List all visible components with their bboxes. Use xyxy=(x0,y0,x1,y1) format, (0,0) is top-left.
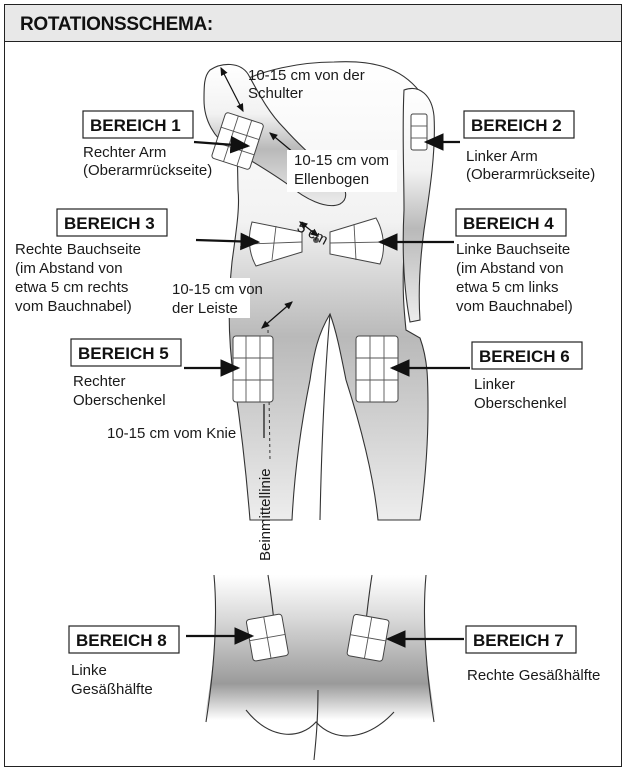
zone-6-grid xyxy=(356,336,398,402)
area-4-line-1: Linke Bauchseite xyxy=(456,241,570,258)
zone-7-grid xyxy=(347,614,390,662)
buttocks-silhouette xyxy=(204,575,436,720)
area-3-line-2: (im Abstand von xyxy=(15,260,123,277)
area-1-line-2: (Oberarmrückseite) xyxy=(83,162,212,179)
area-2-line-2: (Oberarmrückseite) xyxy=(466,166,595,183)
area-3-title: BEREICH 3 xyxy=(64,214,155,233)
area-4-line-3: etwa 5 cm links xyxy=(456,279,559,296)
groin-note-line-1: 10-15 cm von xyxy=(172,281,263,298)
zone-5-grid xyxy=(233,336,273,402)
area-4-title: BEREICH 4 xyxy=(463,214,554,233)
area-8-line-2: Gesäßhälfte xyxy=(71,681,153,698)
area-6-line-2: Oberschenkel xyxy=(474,395,567,412)
area-4-line-4: vom Bauchnabel) xyxy=(456,298,573,315)
elbow-note-line-1: 10-15 cm vom xyxy=(294,152,389,169)
area-1-line-1: Rechter Arm xyxy=(83,144,166,161)
area-2-title: BEREICH 2 xyxy=(471,116,562,135)
area-8-title: BEREICH 8 xyxy=(76,631,167,650)
leg-midline-note: Beinmittellinie xyxy=(257,468,274,561)
area-6-title: BEREICH 6 xyxy=(479,347,570,366)
area-4-line-2: (im Abstand von xyxy=(456,260,564,277)
area-8-line-1: Linke xyxy=(71,662,107,679)
area-7-title: BEREICH 7 xyxy=(473,631,564,650)
area-6-line-1: Linker xyxy=(474,376,515,393)
shoulder-note-line-1: 10-15 cm von der xyxy=(248,67,365,84)
area-3-line-1: Rechte Bauchseite xyxy=(15,241,141,258)
area-1-title: BEREICH 1 xyxy=(90,116,181,135)
area-5-title: BEREICH 5 xyxy=(78,344,169,363)
zone-8-grid xyxy=(246,614,289,662)
area-3-line-4: vom Bauchnabel) xyxy=(15,298,132,315)
area-3-line-3: etwa 5 cm rechts xyxy=(15,279,128,296)
elbow-note-line-2: Ellenbogen xyxy=(294,171,369,188)
area-7-line-1: Rechte Gesäßhälfte xyxy=(467,667,600,684)
leg-split-line xyxy=(320,314,330,520)
groin-note-line-2: der Leiste xyxy=(172,300,238,317)
shoulder-note-line-2: Schulter xyxy=(248,85,303,102)
area-2-line-1: Linker Arm xyxy=(466,148,538,165)
lower-body-figure xyxy=(204,575,436,760)
knee-note: 10-15 cm vom Knie xyxy=(107,425,236,442)
area-5-line-1: Rechter xyxy=(73,373,126,390)
zone-2-grid xyxy=(411,114,427,150)
area-5-line-2: Oberschenkel xyxy=(73,392,166,409)
